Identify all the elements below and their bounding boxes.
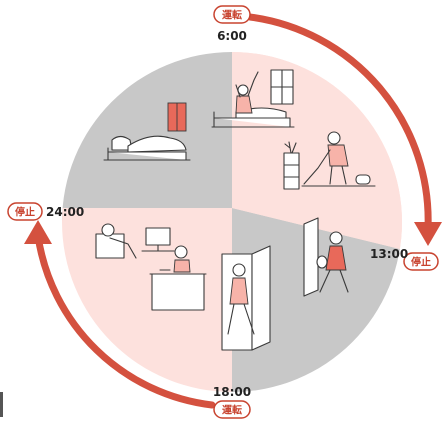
edge-marker: [0, 392, 3, 417]
sector-night: [60, 50, 232, 222]
time-left: 24:00: [46, 205, 84, 219]
time-top: 6:00: [217, 29, 247, 43]
time-bottom: 18:00: [213, 385, 251, 399]
badge-bottom: 運転: [214, 401, 250, 418]
badge-top: 運転: [214, 6, 250, 23]
svg-text:停止: 停止: [15, 206, 35, 219]
badge-left: 停止: [8, 203, 42, 220]
svg-text:運転: 運転: [222, 9, 242, 22]
svg-text:運転: 運転: [222, 404, 242, 417]
badge-right: 停止: [404, 253, 438, 270]
arrow-right-head: [414, 222, 442, 246]
arrow-left-head: [24, 220, 52, 244]
coming-home-person-illustration: [222, 246, 270, 350]
time-right: 13:00: [370, 247, 408, 261]
svg-text:停止: 停止: [411, 256, 431, 269]
